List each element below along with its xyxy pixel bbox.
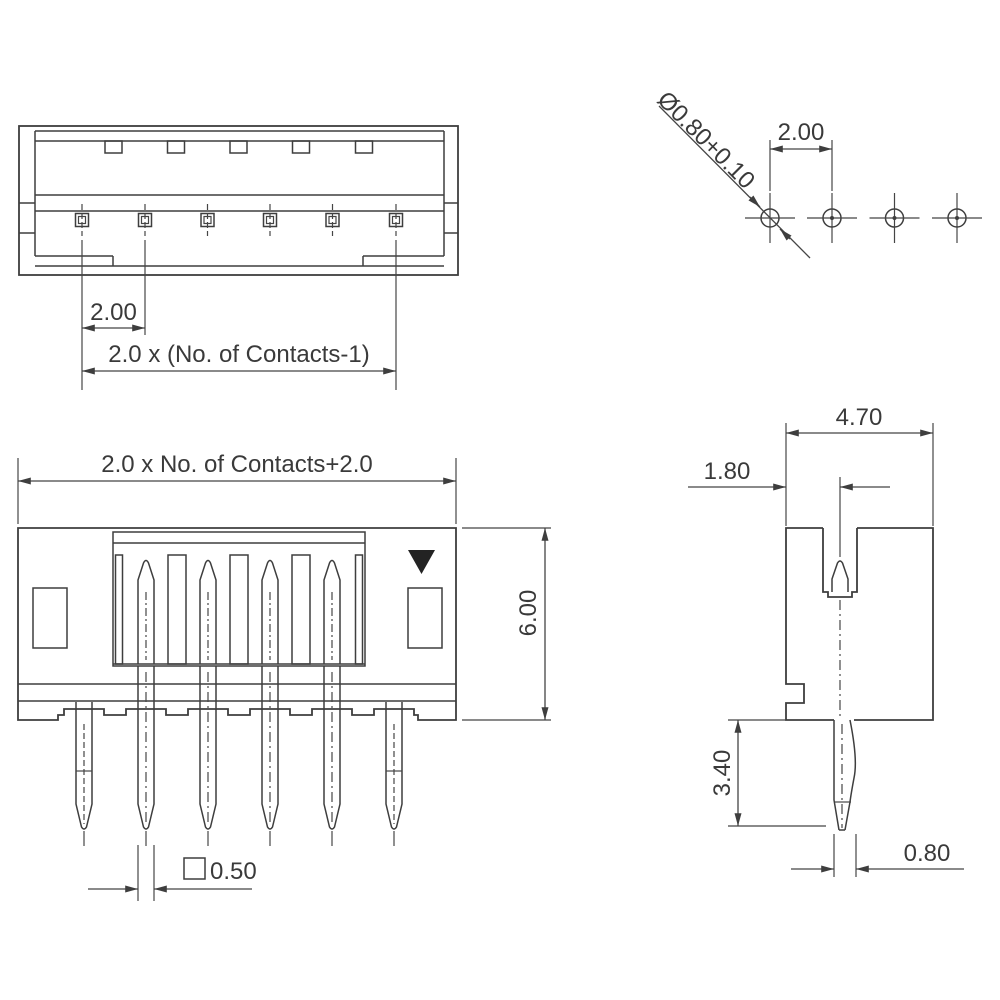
- top-view-key-notches: [104, 140, 374, 154]
- contact-pin: [388, 204, 404, 236]
- front-view-solder-tails: [75, 672, 403, 846]
- top-view-pitch-dimension-label: 2.00: [90, 299, 137, 326]
- side-view: 4.70 1.80 3.40 0.80: [688, 404, 964, 877]
- shroud-contact-blade: [199, 559, 217, 664]
- side-view-housing-outline: [785, 527, 834, 721]
- contact-pin: [325, 204, 340, 236]
- square-section-symbol-icon: [183, 857, 206, 880]
- hole-pitch-dimension-label: 2.00: [778, 119, 825, 146]
- side-view-offset-dimension: 1.80: [688, 458, 890, 491]
- right-latch-window: [407, 587, 443, 649]
- contact-pin: [137, 204, 153, 236]
- contact-pin: [200, 204, 215, 236]
- hole-pattern-view: 2.00 Ø0.80+0.10: [652, 86, 982, 259]
- shroud-contact-blade: [323, 559, 341, 664]
- side-view-contact-tip: [831, 560, 849, 592]
- front-view-width-dimension: 2.0 x No. of Contacts+2.0: [17, 451, 457, 524]
- side-view-offset-dimension-label: 1.80: [704, 458, 751, 485]
- top-view-housing-outline: [18, 125, 459, 276]
- side-view-pin-thickness-dimension-label: 0.80: [904, 840, 951, 867]
- side-view-solder-tail: [833, 719, 857, 831]
- front-view-pin-pass-through: [75, 666, 403, 710]
- front-view-housing-outline: [17, 527, 457, 721]
- drill-hole: [932, 193, 982, 243]
- side-view-depth-dimension-label: 4.70: [836, 404, 883, 431]
- top-view-contact-row: [74, 204, 404, 236]
- drill-hole: [807, 193, 857, 243]
- top-view-span-dimension: 2.0 x (No. of Contacts-1): [81, 240, 397, 390]
- contact-pin: [262, 204, 278, 236]
- hole-diameter-callout: Ø0.80+0.10: [652, 86, 811, 259]
- top-view: 2.00 2.0 x (No. of Contacts-1): [18, 125, 459, 390]
- drill-hole: [869, 193, 920, 243]
- front-view-shroud: [112, 531, 366, 667]
- front-view-height-dimension-label: 6.00: [515, 590, 542, 637]
- solder-tail: [323, 672, 341, 846]
- solder-tail: [261, 672, 279, 846]
- solder-tail: [385, 709, 403, 846]
- left-latch-window: [32, 587, 68, 649]
- solder-tail: [75, 709, 93, 846]
- shroud-contact-blade: [261, 559, 279, 664]
- front-view-pin-size-dimension: 0.50: [88, 845, 257, 901]
- top-view-pitch-dimension: 2.00: [81, 240, 146, 390]
- hole-diameter-dimension-label: Ø0.80+0.10: [652, 86, 760, 194]
- side-view-pin-length-dimension: 3.40: [709, 719, 826, 827]
- top-view-span-dimension-label: 2.0 x (No. of Contacts-1): [108, 341, 369, 368]
- side-view-housing-outline-right: [854, 527, 934, 721]
- side-view-pin-thickness-dimension: 0.80: [791, 834, 964, 877]
- polarity-mark-icon: [408, 550, 435, 574]
- front-view-width-dimension-label: 2.0 x No. of Contacts+2.0: [101, 451, 373, 478]
- side-view-depth-dimension: 4.70: [785, 404, 934, 526]
- hole-pitch-dimension: 2.00: [769, 119, 833, 191]
- contact-pin: [74, 204, 90, 236]
- shroud-contact-blade: [137, 559, 155, 664]
- front-view-pin-size-dimension-label: 0.50: [210, 858, 257, 885]
- solder-tail: [137, 672, 155, 846]
- side-view-top-slot: [822, 528, 858, 598]
- solder-tail: [199, 672, 217, 846]
- front-view-height-dimension: 6.00: [462, 527, 551, 721]
- front-view: 2.0 x No. of Contacts+2.0 6.00 0.50: [17, 451, 551, 901]
- side-view-pin-length-dimension-label: 3.40: [709, 750, 736, 797]
